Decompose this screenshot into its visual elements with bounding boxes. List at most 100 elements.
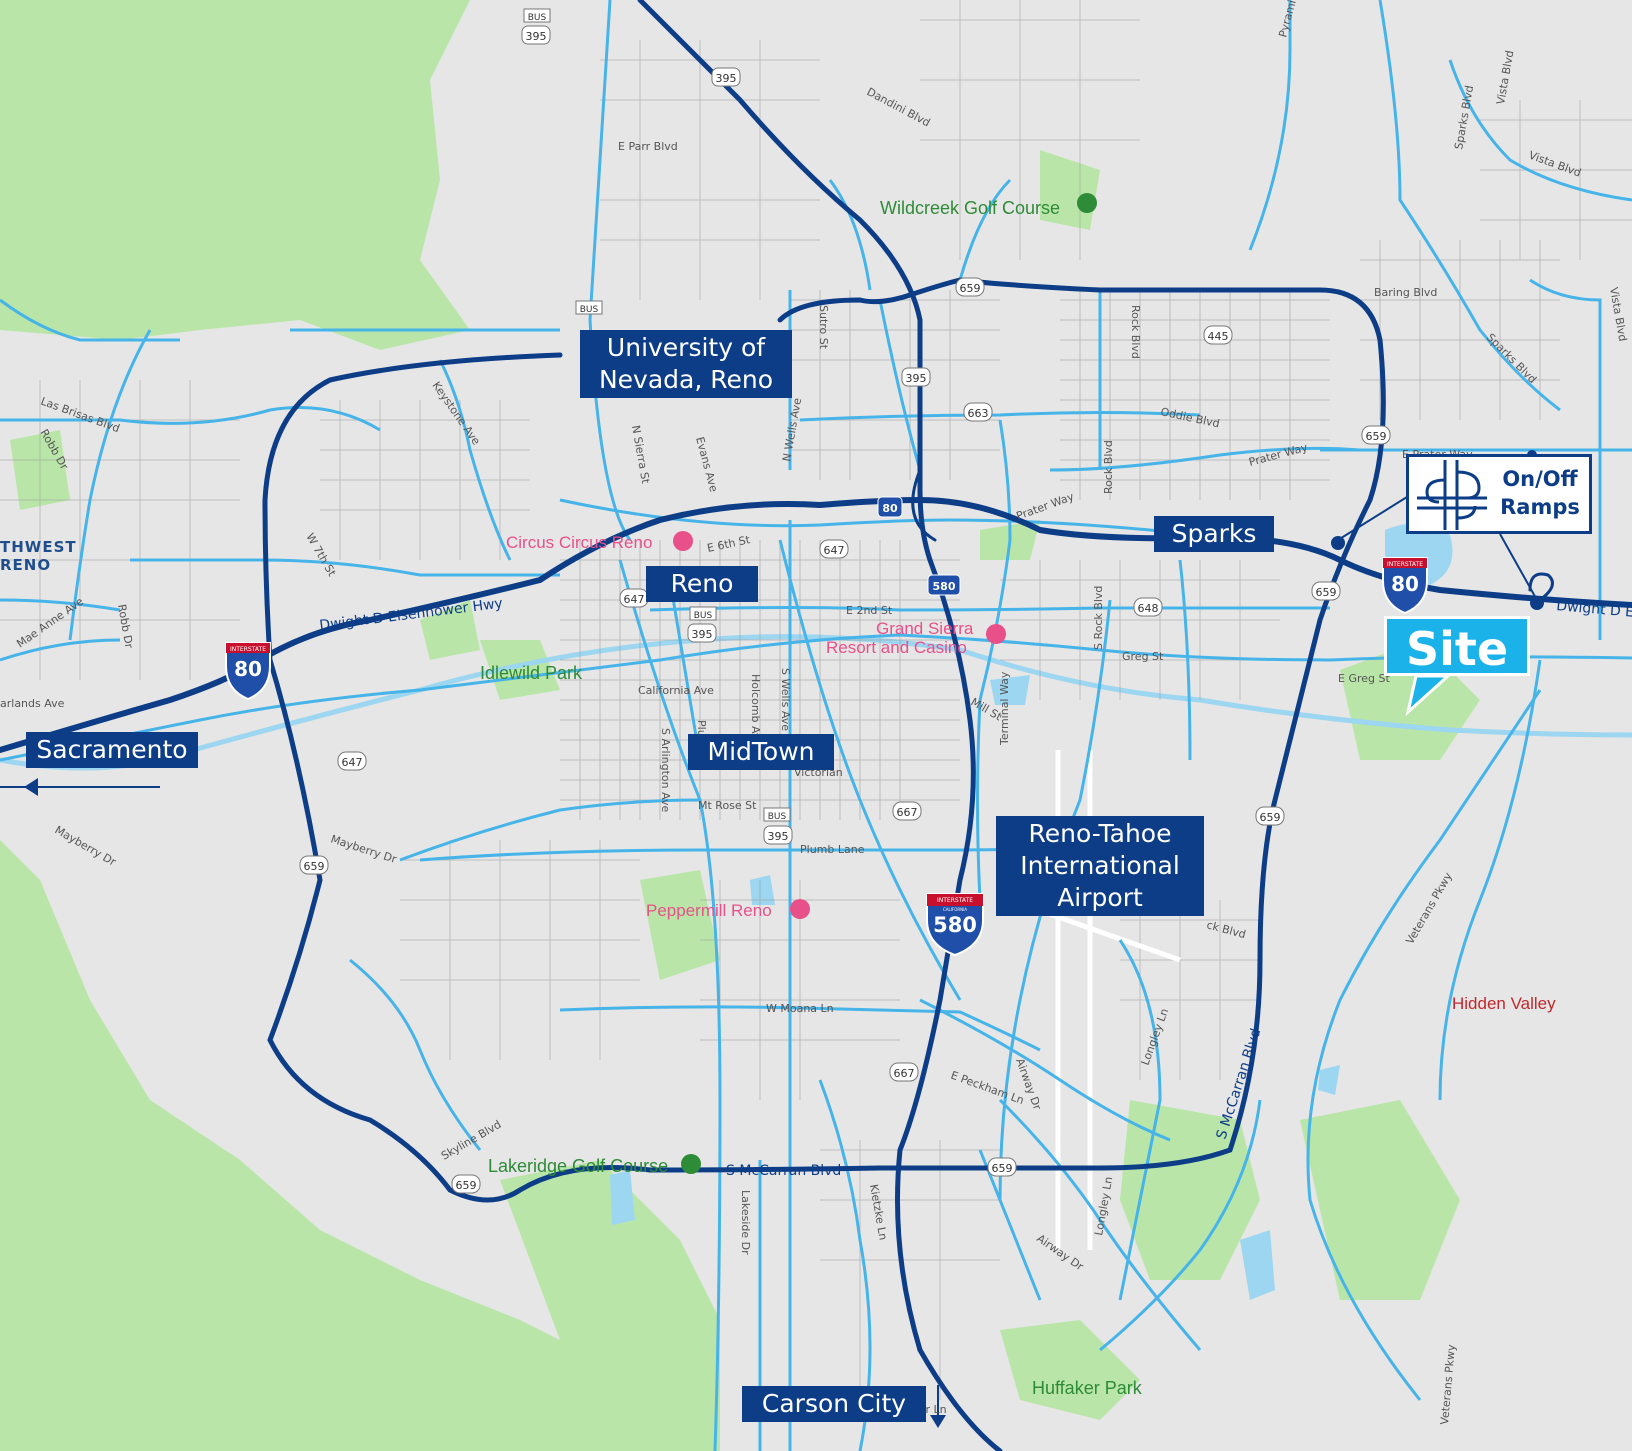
shield-395: 395 bbox=[521, 25, 551, 45]
hotel-icon bbox=[673, 531, 693, 551]
on-off-ramps-callout[interactable]: On/Off Ramps bbox=[1406, 454, 1592, 534]
shield-bus: BUS bbox=[523, 8, 551, 23]
svg-text:Mt Rose St: Mt Rose St bbox=[698, 799, 757, 812]
interstate-580-shield: INTERSTATE CALIFORNIA 580 bbox=[926, 893, 984, 957]
shield-445: 445 bbox=[1203, 325, 1233, 345]
svg-text:647: 647 bbox=[342, 756, 363, 769]
svg-text:Baring Blvd: Baring Blvd bbox=[1374, 286, 1437, 299]
svg-text:667: 667 bbox=[897, 806, 918, 819]
svg-text:Dwight D E: Dwight D E bbox=[1556, 598, 1632, 621]
shield-659: 659 bbox=[955, 277, 985, 297]
grand-sierra-label: Grand Sierra bbox=[876, 619, 974, 638]
svg-text:BUS: BUS bbox=[528, 13, 547, 23]
arrow-down-icon bbox=[930, 1415, 946, 1428]
svg-text:647: 647 bbox=[624, 593, 645, 606]
svg-text:395: 395 bbox=[906, 372, 927, 385]
svg-text:Terminal Way: Terminal Way bbox=[998, 671, 1011, 746]
label-airport: Reno-Tahoe International Airport bbox=[996, 816, 1204, 916]
svg-text:80: 80 bbox=[1391, 572, 1419, 596]
shield-667: 667 bbox=[889, 1062, 919, 1082]
svg-text:W Moana Ln: W Moana Ln bbox=[766, 1002, 834, 1015]
svg-text:S Rock Blvd: S Rock Blvd bbox=[1092, 586, 1105, 650]
svg-text:395: 395 bbox=[526, 30, 547, 43]
svg-text:S Arlington Ave: S Arlington Ave bbox=[659, 728, 672, 812]
svg-text:RENO: RENO bbox=[0, 556, 51, 574]
svg-text:CALIFORNIA: CALIFORNIA bbox=[943, 907, 967, 912]
svg-text:arlands Ave: arlands Ave bbox=[0, 697, 65, 710]
shield-659: 659 bbox=[1311, 581, 1341, 601]
ramps-label: On/Off Ramps bbox=[1500, 467, 1580, 519]
shield-659: 659 bbox=[451, 1174, 481, 1194]
shield-647: 647 bbox=[619, 588, 649, 608]
svg-text:659: 659 bbox=[304, 860, 325, 873]
shield-647: 647 bbox=[819, 539, 849, 559]
svg-text:580: 580 bbox=[933, 913, 977, 937]
lakeridge-golf-label: Lakeridge Golf Course bbox=[488, 1156, 668, 1176]
label-sacramento: Sacramento bbox=[26, 732, 198, 768]
svg-text:INTERSTATE: INTERSTATE bbox=[1387, 561, 1423, 568]
interchange-icon bbox=[1417, 460, 1487, 530]
wildcreek-golf-label: Wildcreek Golf Course bbox=[880, 198, 1060, 218]
label-university: University of Nevada, Reno bbox=[580, 330, 792, 398]
svg-text:648: 648 bbox=[1138, 602, 1159, 615]
shield-bus: BUS bbox=[689, 606, 717, 621]
shield-i580-small: 580 bbox=[927, 574, 961, 596]
shield-659: 659 bbox=[299, 855, 329, 875]
shield-659: 659 bbox=[987, 1157, 1017, 1177]
shield-i80-small: 80 bbox=[877, 496, 903, 518]
svg-text:659: 659 bbox=[1366, 430, 1387, 443]
svg-text:395: 395 bbox=[716, 72, 737, 85]
route-shields: 395 395 395 395 395 BUS BUS BUS BUS 659 … bbox=[299, 8, 1391, 1194]
golf-icon bbox=[1077, 193, 1097, 213]
label-carson-city: Carson City bbox=[742, 1386, 926, 1422]
water-bodies bbox=[0, 523, 1632, 1300]
site-marker[interactable]: Site bbox=[1384, 616, 1530, 676]
hotel-icon bbox=[986, 624, 1006, 644]
shield-667: 667 bbox=[892, 801, 922, 821]
svg-text:80: 80 bbox=[234, 657, 262, 681]
svg-text:395: 395 bbox=[692, 628, 713, 641]
svg-text:Plumb Lane: Plumb Lane bbox=[800, 843, 865, 856]
hidden-valley-label: Hidden Valley bbox=[1452, 994, 1556, 1013]
arrow-left-icon bbox=[24, 778, 38, 796]
svg-text:E Greg St: E Greg St bbox=[1338, 672, 1390, 685]
svg-text:Lakeside Dr: Lakeside Dr bbox=[739, 1190, 752, 1255]
label-midtown: MidTown bbox=[688, 734, 834, 770]
svg-text:663: 663 bbox=[968, 407, 989, 420]
shield-bus: BUS bbox=[763, 807, 791, 822]
svg-text:647: 647 bbox=[824, 544, 845, 557]
svg-text:Resort and Casino: Resort and Casino bbox=[826, 638, 967, 657]
svg-text:BUS: BUS bbox=[694, 611, 713, 621]
svg-text:659: 659 bbox=[992, 1162, 1013, 1175]
svg-text:445: 445 bbox=[1208, 330, 1229, 343]
svg-text:395: 395 bbox=[768, 830, 789, 843]
huffaker-park-label: Huffaker Park bbox=[1032, 1378, 1143, 1398]
svg-text:659: 659 bbox=[1316, 586, 1337, 599]
svg-text:659: 659 bbox=[960, 282, 981, 295]
shield-659: 659 bbox=[1361, 425, 1391, 445]
shield-395: 395 bbox=[901, 367, 931, 387]
idlewild-park-label: Idlewild Park bbox=[480, 663, 583, 683]
svg-text:Holcomb Ave: Holcomb Ave bbox=[749, 674, 762, 746]
svg-text:80: 80 bbox=[882, 502, 898, 515]
minor-streets bbox=[0, 0, 1632, 1400]
svg-text:659: 659 bbox=[1260, 811, 1281, 824]
circus-circus-label: Circus Circus Reno bbox=[506, 533, 652, 552]
shield-395: 395 bbox=[687, 623, 717, 643]
hotel-icon bbox=[790, 899, 810, 919]
svg-text:659: 659 bbox=[456, 1179, 477, 1192]
area-label: THWEST bbox=[0, 538, 77, 556]
shield-647: 647 bbox=[337, 751, 367, 771]
svg-text:INTERSTATE: INTERSTATE bbox=[937, 897, 973, 904]
svg-text:BUS: BUS bbox=[768, 812, 787, 822]
svg-text:Rock Blvd: Rock Blvd bbox=[1129, 305, 1142, 359]
svg-text:California Ave: California Ave bbox=[638, 684, 714, 697]
svg-text:INTERSTATE: INTERSTATE bbox=[230, 646, 266, 653]
svg-text:Greg St: Greg St bbox=[1122, 650, 1164, 663]
peppermill-label: Peppermill Reno bbox=[646, 901, 772, 920]
interstate-80-shield-west: INTERSTATE 80 bbox=[225, 642, 271, 701]
svg-text:E 2nd St: E 2nd St bbox=[846, 604, 893, 617]
shield-bus: BUS bbox=[575, 300, 603, 315]
